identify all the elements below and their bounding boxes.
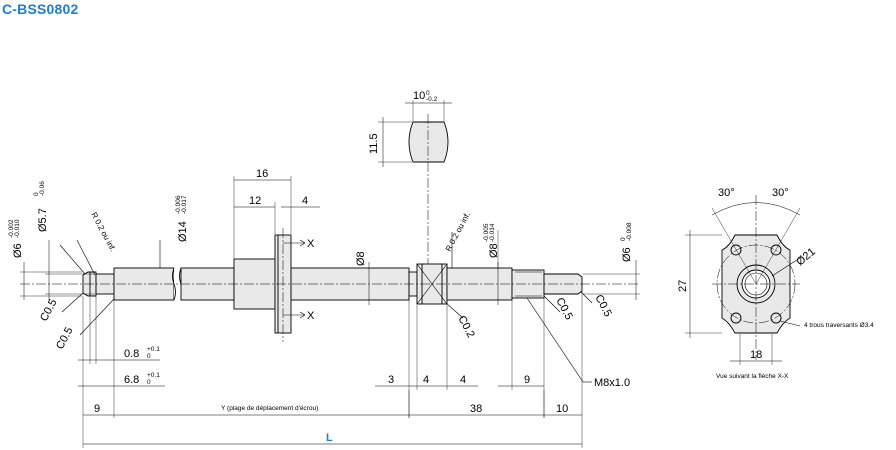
dim-38: 38 [470,403,482,415]
dia6-left-tol-lower: -0.010 [14,219,21,238]
dim-12: 12 [249,195,261,207]
len08-tol-lower: 0 [147,353,151,360]
flange-front-view [685,195,801,365]
c05-left-2: C0.5 [54,325,76,351]
dia57-tol-lower: -0.06 [39,181,46,196]
dim-9-left: 9 [94,403,100,415]
section-x-top: X [307,238,315,250]
thread-label: M8x1.0 [594,377,630,389]
y-travel-label: Y (plage de déplacement d'écrou) [221,405,318,412]
dim-9-right: 9 [524,374,530,386]
left-diameter-dims [20,239,161,300]
dia21-label: Ø21 [794,246,818,269]
len68-tol-lower: 0 [147,379,151,386]
right-diameter-dims [451,230,640,305]
c02-label: C0.2 [455,314,477,340]
len68-tol-upper: +0.1 [147,372,160,379]
height27-label: 27 [677,280,689,292]
ball-screw-shaft [20,228,640,342]
groove-dims [78,295,165,448]
flat-width-label: 10 [413,90,425,102]
dia6-right-label: Ø6 [621,247,633,262]
dia8-label: Ø8 [355,251,367,266]
c05-right-2: C0.5 [592,293,614,319]
flat-width-tol-upper: 0 [426,90,430,97]
dia6-left-label: Ø6 [12,243,24,258]
total-length-L: L [326,432,333,444]
dim-4a: 4 [423,374,429,386]
dia8-tol-lower: -0.014 [489,223,496,242]
dia14-label: Ø14 [177,221,189,242]
flat-height-label: 11.5 [368,133,380,154]
dim-10: 10 [556,403,568,415]
c05-left-1: C0.5 [38,297,60,323]
dia6-right-tol-upper: 0 [620,237,627,241]
section-x-bottom: X [307,310,315,322]
holes-note: 4 trous traversants Ø3.4 [804,322,874,329]
angle-right: 30° [772,187,789,199]
overall-dims [83,390,582,445]
r02-right-label: R 0.2 ou inf. [444,211,472,253]
dim-16: 16 [256,168,268,180]
r02-left-label: R 0.2 ou inf. [89,211,117,253]
dim-4b: 4 [460,374,466,386]
dim-3: 3 [388,374,394,386]
dia14-tol-lower: -0.017 [181,195,188,214]
flat-width-tol-lower: -0.2 [426,96,438,103]
nut-length-dimensions [233,176,320,258]
part-number-title: C-BSS0802 [2,1,79,17]
right-length-dims [375,292,583,448]
nut-flat-view: 10 0 -0.2 11.5 [368,90,452,268]
chamfer-leaders [61,291,593,383]
len08-label: 0.8 [124,348,139,360]
dia8-tol-label: Ø8 [488,243,500,258]
dia57-tol-upper: 0 [33,192,40,196]
len68-label: 6.8 [124,374,139,386]
len08-tol-upper: +0.1 [147,346,160,353]
dia6-right-tol-lower: -0.008 [626,222,633,241]
angle-left: 30° [718,187,735,199]
view-caption: Vue suivant la flèche X-X [716,373,789,380]
dia6-left-tol-upper: -0.002 [8,219,15,238]
dia14-tol-upper: -0.006 [175,195,182,214]
width18-label: 18 [750,349,762,361]
dim-4-top: 4 [302,195,308,207]
dia57-label: Ø5.7 [37,208,49,232]
dia8-tol-upper: -0.005 [483,223,490,242]
